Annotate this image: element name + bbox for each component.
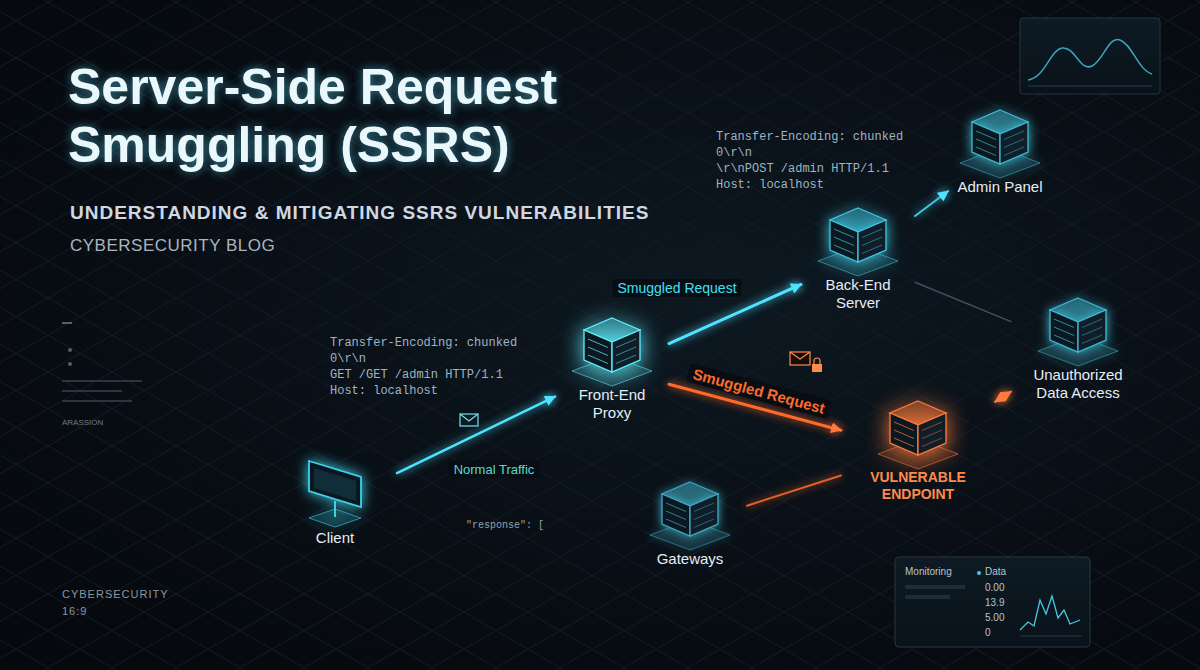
- grid-line: [748, 0, 1200, 670]
- panel-value: 0.00: [985, 582, 1004, 593]
- code-line: GET /GET /admin HTTP/1.1: [330, 368, 503, 382]
- panel-value: 0: [985, 627, 991, 638]
- grid-line: [492, 0, 1200, 670]
- grid-line: [812, 0, 1200, 670]
- connector: [915, 191, 948, 216]
- monitoring-panel: [895, 557, 1090, 647]
- grid-line: [748, 0, 1200, 670]
- code-snippet: "response": [: [466, 520, 544, 531]
- footer-tag: CYBERSECURITY: [62, 588, 169, 600]
- grid-line: [684, 0, 1200, 670]
- code-line: Host: localhost: [716, 178, 824, 192]
- edge-label: Normal Traffic: [449, 460, 540, 477]
- node-label: Unauthorized Data Access: [1017, 366, 1139, 402]
- server-icon: [1038, 294, 1118, 366]
- server-icon: [878, 397, 958, 469]
- node-label: VULNERABLE ENDPOINT: [847, 469, 989, 503]
- grid-line: [620, 0, 1200, 670]
- gateway-server: Gateways: [635, 476, 745, 572]
- code-line: Host: localhost: [330, 384, 438, 398]
- grid-line: [1196, 0, 1200, 670]
- grid-line: [0, 0, 1140, 670]
- grid-line: [0, 0, 756, 670]
- server-icon: [818, 204, 898, 276]
- grid-line: [556, 0, 1200, 670]
- connector: [995, 392, 1011, 402]
- edge-label: Smuggled Request: [686, 363, 832, 419]
- node-label: Client: [279, 529, 391, 547]
- grid-line: [0, 0, 756, 670]
- server-icon: [960, 106, 1040, 178]
- backend-server: Back-End Server: [803, 202, 913, 316]
- node-label: Admin Panel: [954, 178, 1046, 196]
- grid-line: [812, 0, 1200, 670]
- grid-line: [0, 0, 1012, 670]
- connector: [915, 282, 1011, 321]
- code-line: Transfer-Encoding: chunked: [716, 130, 903, 144]
- proxy-server: Front-End Proxy: [557, 312, 667, 426]
- grid-line: [0, 0, 1140, 670]
- code-line: 0\r\n: [330, 352, 366, 366]
- server-icon: [650, 478, 730, 550]
- grid-line: [876, 0, 1200, 670]
- grid-line: [44, 0, 1200, 670]
- grid-line: [556, 0, 1200, 670]
- panel-title: Monitoring: [905, 566, 952, 577]
- blog-tag: CYBERSECURITY BLOG: [70, 236, 275, 256]
- page-title: Server-Side Request Smuggling (SSRS): [68, 58, 708, 174]
- data-store: Unauthorized Data Access: [1013, 292, 1143, 406]
- node-label: Gateways: [639, 550, 741, 568]
- grid-line: [0, 0, 1012, 670]
- grid-line: [492, 0, 1200, 670]
- code-line: \r\nPOST /admin HTTP/1.1: [716, 162, 889, 176]
- client-node: Client: [275, 455, 395, 551]
- side-note: ARASSION: [62, 418, 103, 427]
- code-line: Transfer-Encoding: chunked: [330, 336, 517, 350]
- grid-line: [620, 0, 1200, 670]
- connector: [747, 476, 841, 506]
- grid-line: [44, 0, 1200, 670]
- grid-line: [876, 0, 1200, 670]
- panel-value: 13.9: [985, 597, 1004, 608]
- server-icon: [572, 314, 652, 386]
- footer-tag: 16:9: [62, 605, 87, 617]
- edge-label: Smuggled Request: [612, 279, 741, 297]
- grid-line: [1132, 0, 1200, 670]
- node-label: Back-End Server: [807, 276, 909, 312]
- grid-line: [684, 0, 1200, 670]
- node-label: Front-End Proxy: [561, 386, 663, 422]
- admin-server: Admin Panel: [950, 104, 1050, 200]
- monitor-icon: [295, 457, 375, 529]
- grid-line: [1196, 0, 1200, 670]
- chart-panel: [1020, 18, 1160, 94]
- code-line: 0\r\n: [716, 146, 752, 160]
- subtitle: UNDERSTANDING & MITIGATING SSRS VULNERAB…: [70, 202, 649, 224]
- locked-packet-icon: [790, 352, 822, 372]
- grid-line: [1132, 0, 1200, 670]
- packet-icon: [460, 414, 478, 426]
- panel-value: 5.00: [985, 612, 1004, 623]
- panel-value: Data: [985, 566, 1006, 577]
- side-marks: [62, 322, 142, 402]
- vulnerable-server: VULNERABLE ENDPOINT: [843, 395, 993, 507]
